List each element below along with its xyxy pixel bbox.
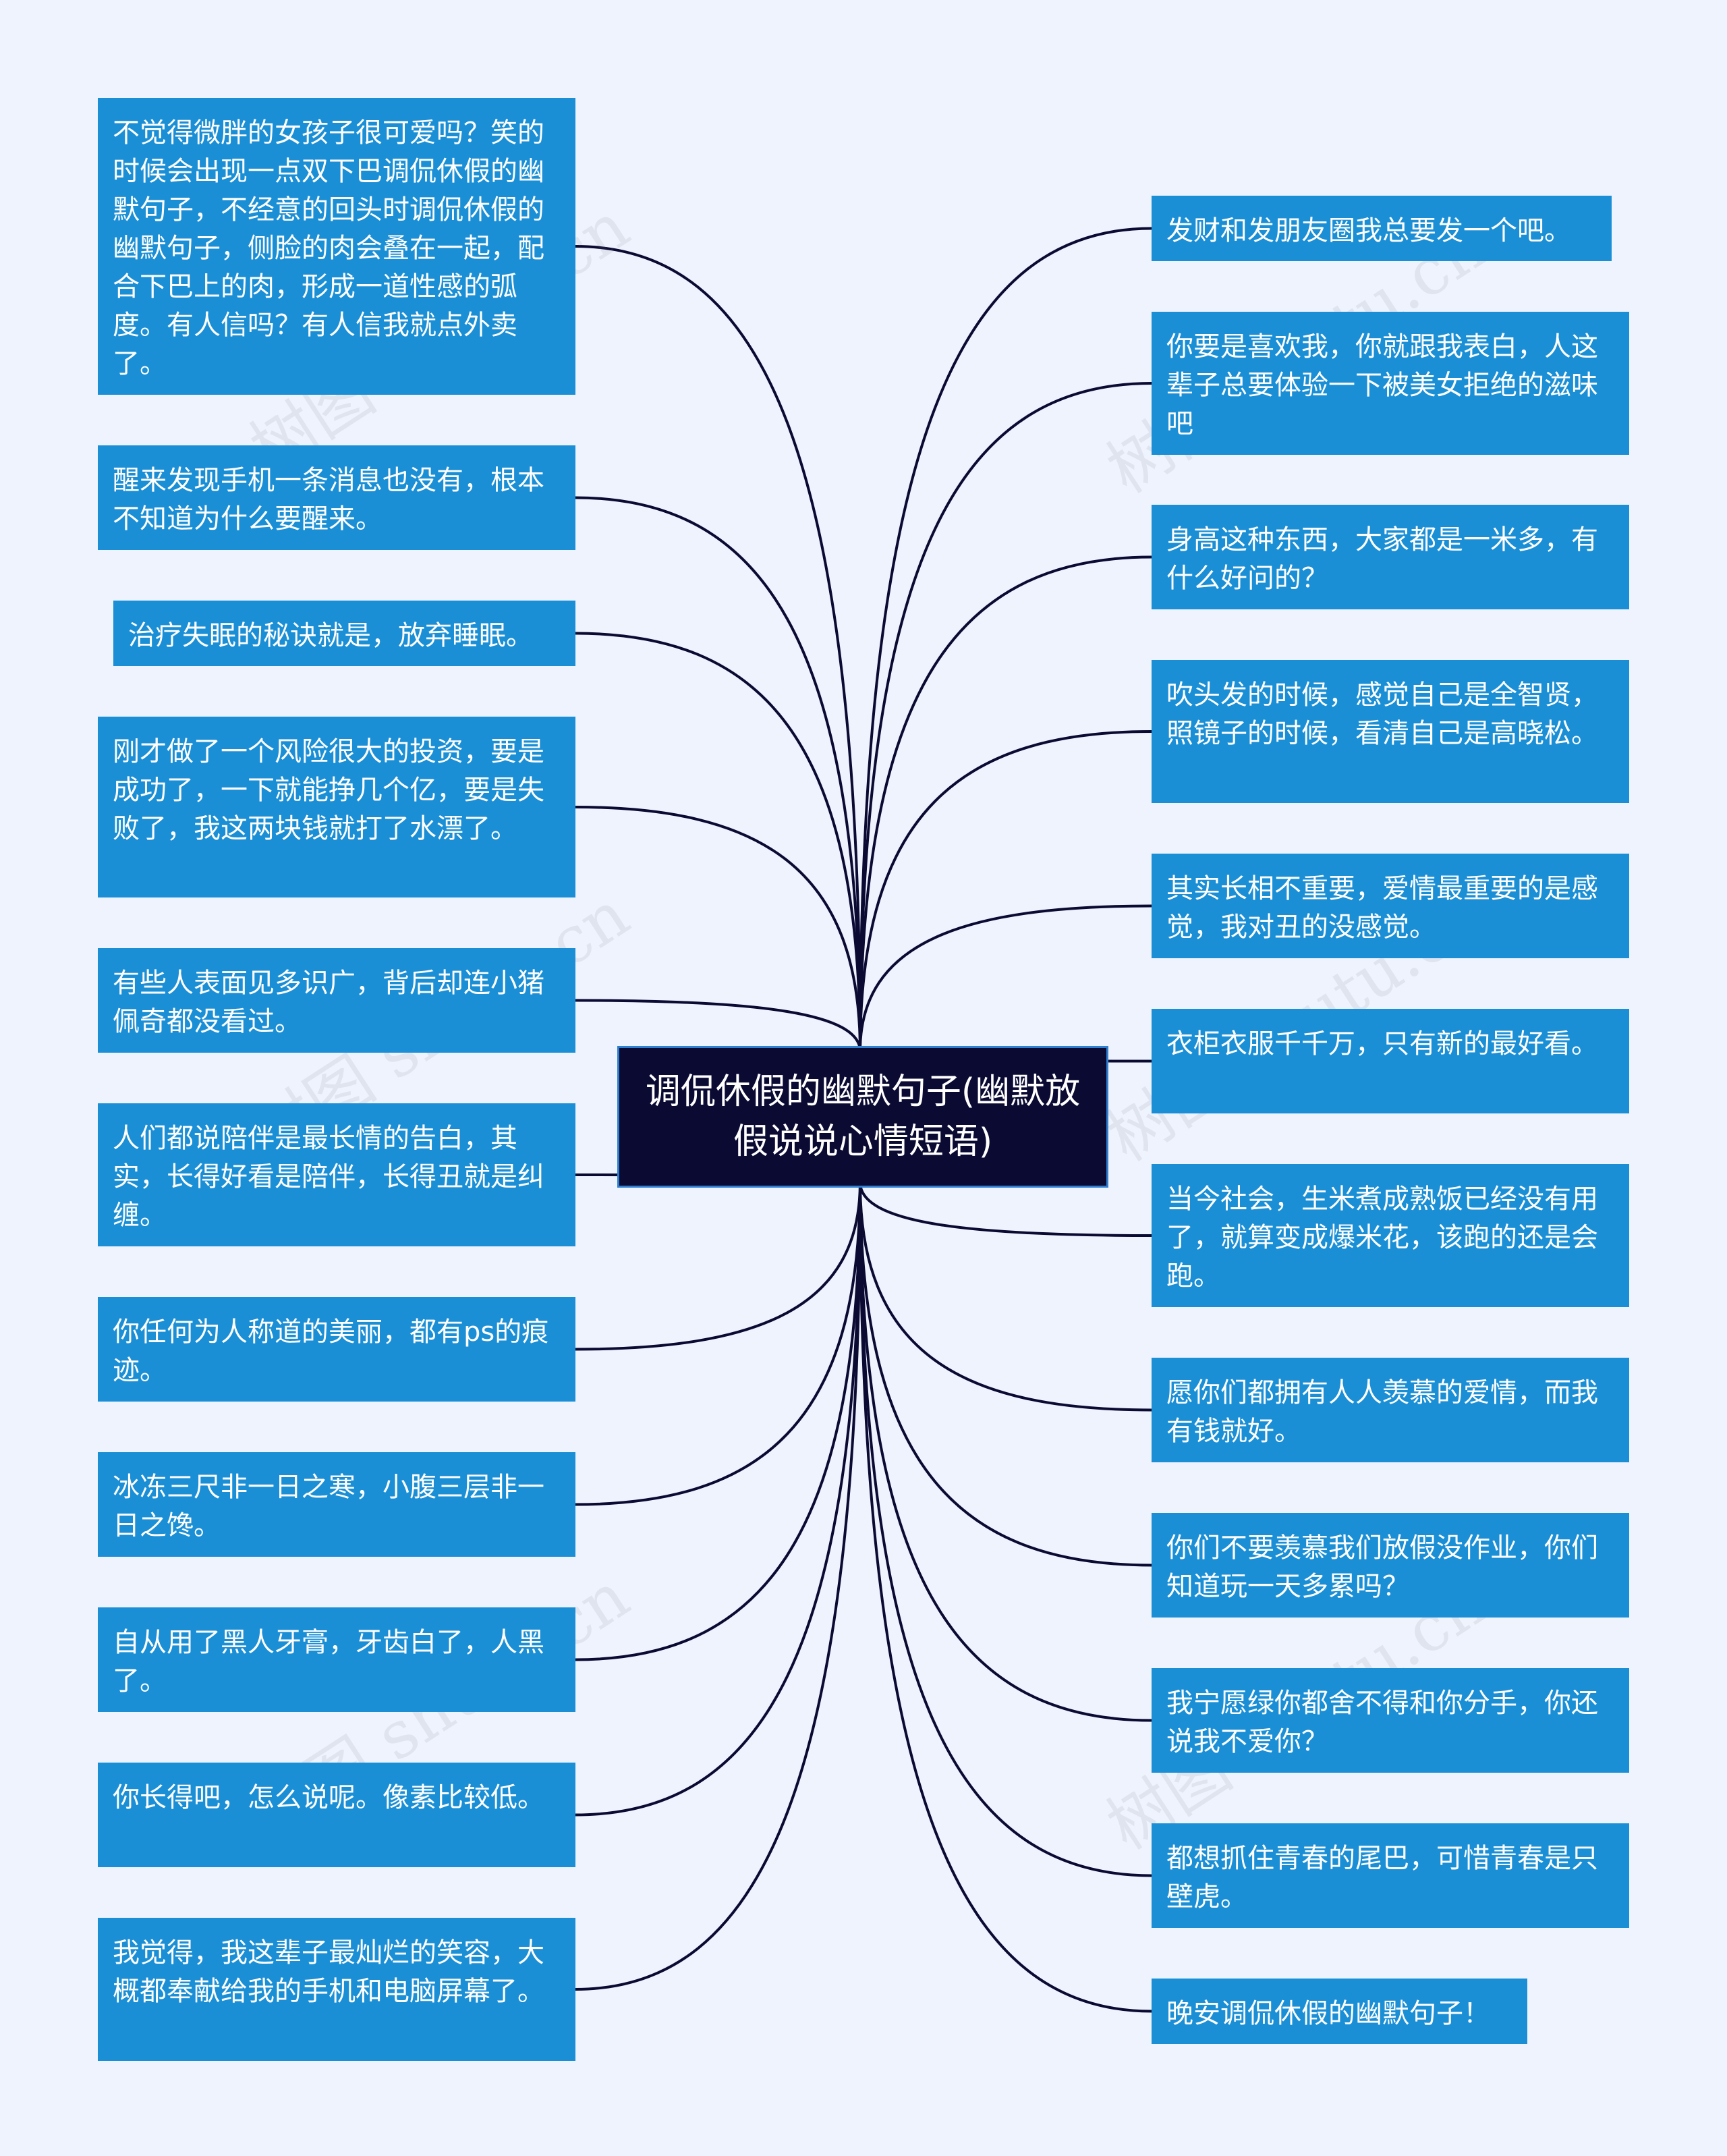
right-branch-node[interactable]: 我宁愿绿你都舍不得和你分手，你还说我不爱你？: [1152, 1668, 1629, 1773]
left-branch-node[interactable]: 醒来发现手机一条消息也没有，根本不知道为什么要醒来。: [98, 445, 575, 550]
connector-line: [575, 1182, 861, 1351]
connector-line: [575, 1182, 861, 1817]
right-branch-node[interactable]: 衣柜衣服千千万，只有新的最好看。: [1152, 1009, 1629, 1113]
right-branch-node[interactable]: 发财和发朋友圈我总要发一个吧。: [1152, 196, 1612, 261]
connector-line: [859, 1182, 1152, 1412]
left-branch-node[interactable]: 自从用了黑人牙膏，牙齿白了，人黑了。: [98, 1607, 575, 1712]
left-branch-node[interactable]: 刚才做了一个风险很大的投资，要是成功了，一下就能挣几个亿，要是失败了，我这两块钱…: [98, 717, 575, 897]
right-branch-node[interactable]: 愿你们都拥有人人羡慕的爱情，而我有钱就好。: [1152, 1358, 1629, 1462]
connector-line: [859, 1182, 1152, 1722]
left-branch-node[interactable]: 有些人表面见多识广，背后却连小猪佩奇都没看过。: [98, 948, 575, 1053]
left-branch-node[interactable]: 治疗失眠的秘诀就是，放弃睡眠。: [113, 601, 575, 666]
connector-line: [859, 904, 1152, 1052]
connector-line: [575, 1182, 861, 1506]
right-branch-node[interactable]: 当今社会，生米煮成熟饭已经没有用了，就算变成爆米花，该跑的还是会跑。: [1152, 1164, 1629, 1307]
connector-line: [575, 999, 861, 1052]
connector-line: [859, 1182, 1152, 1877]
right-branch-node[interactable]: 你们不要羡慕我们放假没作业，你们知道玩一天多累吗？: [1152, 1513, 1629, 1618]
connector-line: [575, 496, 861, 1052]
connector-line: [575, 1182, 861, 1991]
connector-line: [859, 1182, 1152, 2013]
connector-line: [575, 245, 861, 1052]
connector-line: [575, 1182, 861, 1661]
left-branch-node[interactable]: 人们都说陪伴是最长情的告白，其实，长得好看是陪伴，长得丑就是纠缠。: [98, 1103, 575, 1246]
left-branch-node[interactable]: 你任何为人称道的美丽，都有ps的痕迹。: [98, 1297, 575, 1402]
connector-line: [859, 555, 1152, 1052]
connector-line: [859, 382, 1152, 1052]
left-branch-node[interactable]: 不觉得微胖的女孩子很可爱吗？笑的时候会出现一点双下巴调侃休假的幽默句子，不经意的…: [98, 98, 575, 395]
left-branch-node[interactable]: 你长得吧，怎么说呢。像素比较低。: [98, 1763, 575, 1867]
right-branch-node[interactable]: 吹头发的时候，感觉自己是全智贤，照镜子的时候，看清自己是高晓松。: [1152, 660, 1629, 803]
right-branch-node[interactable]: 你要是喜欢我，你就跟我表白，人这辈子总要体验一下被美女拒绝的滋味吧: [1152, 312, 1629, 455]
right-branch-node[interactable]: 其实长相不重要，爱情最重要的是感觉，我对丑的没感觉。: [1152, 854, 1629, 958]
connector-line: [859, 227, 1152, 1052]
connector-line: [575, 632, 861, 1052]
connector-line: [859, 1182, 1152, 1237]
right-branch-node[interactable]: 身高这种东西，大家都是一米多，有什么好问的？: [1152, 505, 1629, 609]
right-branch-node[interactable]: 都想抓住青春的尾巴，可惜青春是只壁虎。: [1152, 1823, 1629, 1928]
right-branch-node[interactable]: 晚安调侃休假的幽默句子！: [1152, 1979, 1527, 2044]
left-branch-node[interactable]: 我觉得，我这辈子最灿烂的笑容，大概都奉献给我的手机和电脑屏幕了。: [98, 1918, 575, 2061]
connector-line: [859, 730, 1152, 1052]
left-branch-node[interactable]: 冰冻三尺非一日之寒，小腹三层非一日之馋。: [98, 1452, 575, 1557]
connector-line: [575, 806, 861, 1052]
central-topic[interactable]: 调侃休假的幽默句子(幽默放假说说心情短语): [617, 1046, 1108, 1188]
connector-line: [859, 1182, 1152, 1567]
